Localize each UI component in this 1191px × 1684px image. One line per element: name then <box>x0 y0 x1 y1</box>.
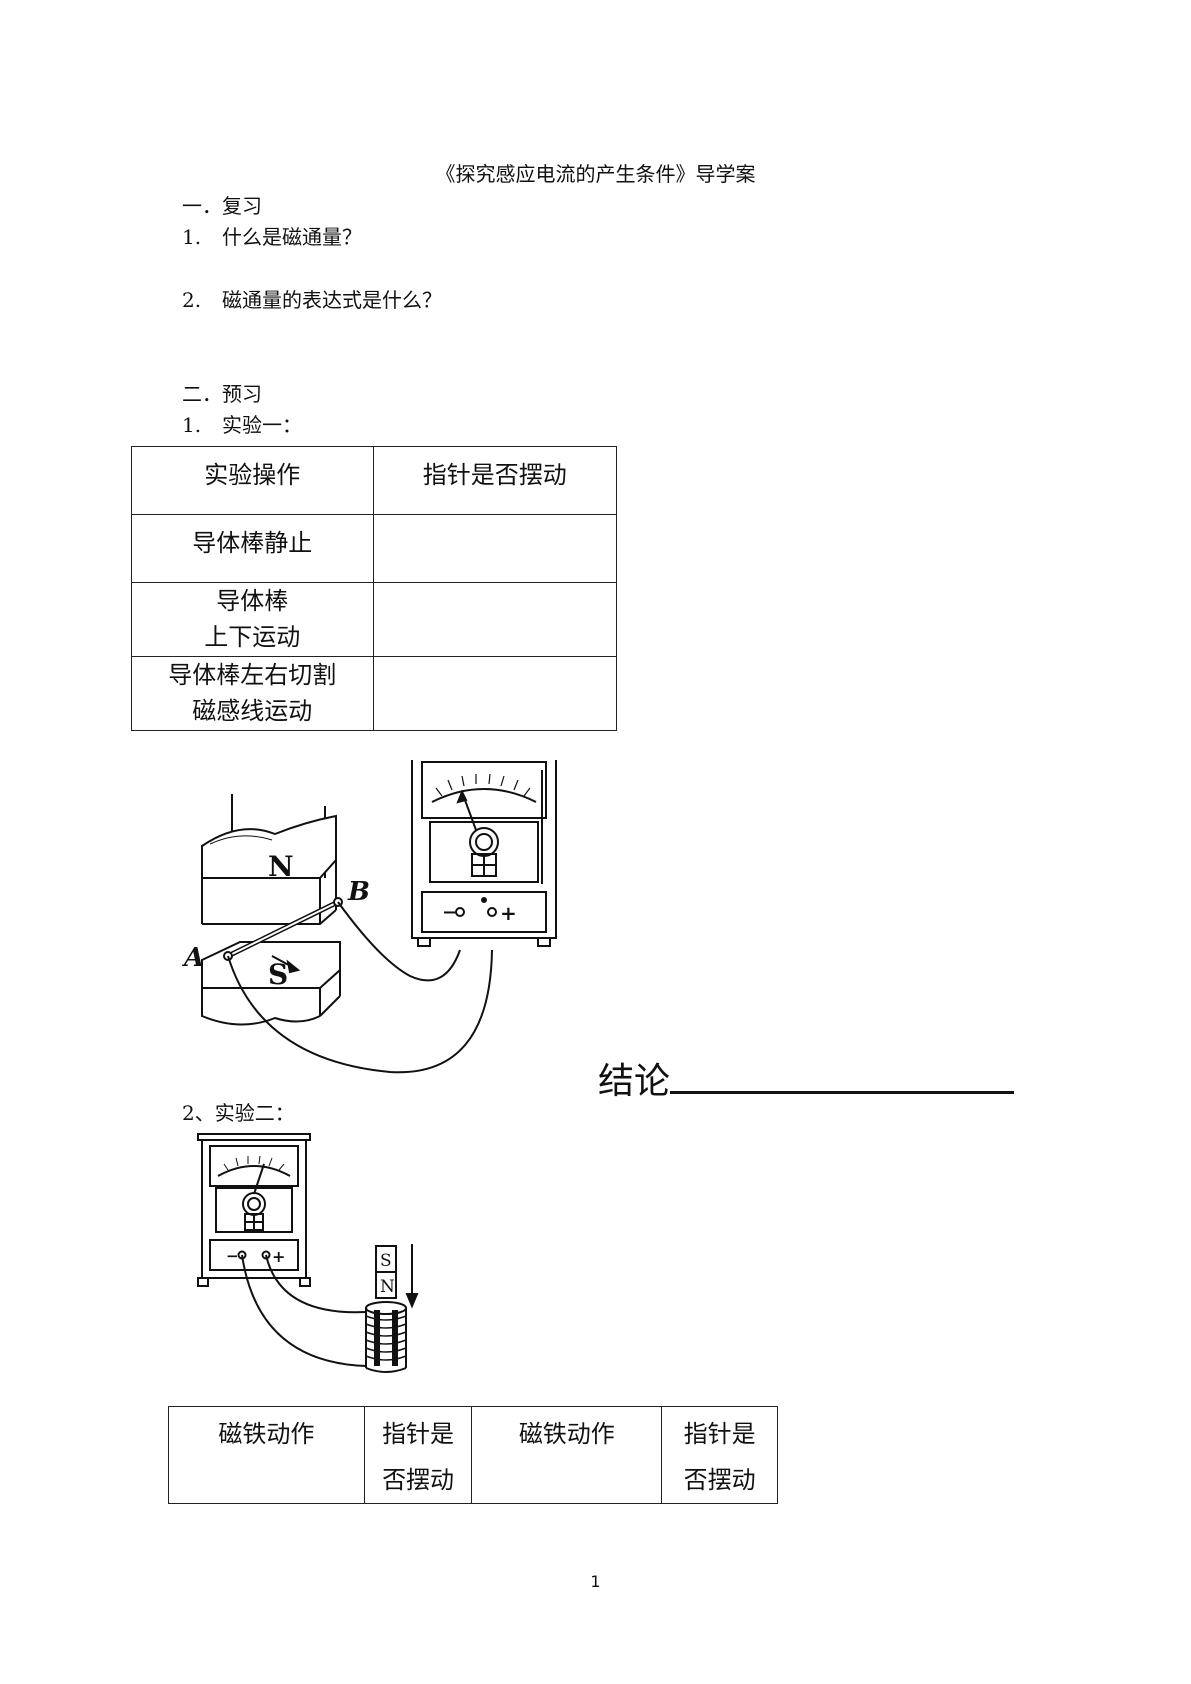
review-item-2-number: 2. <box>182 288 202 312</box>
header-line-1: 指针是 <box>382 1420 455 1448</box>
table-header-cell: 实验操作 <box>131 446 374 515</box>
plus-label: + <box>500 901 517 925</box>
page-number: 1 <box>590 1572 601 1591</box>
south-pole-label: S <box>268 958 288 991</box>
experiment-1-table: 实验操作 指针是否摆动 导体棒静止 导体棒 上下运动 导体棒左右切割 磁感线运动 <box>131 446 617 731</box>
conclusion-blank-line[interactable] <box>670 1091 1014 1094</box>
table-header-cell: 磁铁动作 <box>471 1406 663 1504</box>
coil <box>365 1301 407 1373</box>
header-line-1: 指针是 <box>683 1420 756 1448</box>
conclusion-label: 结论 <box>598 1061 671 1102</box>
header-line-1: 磁铁动作 <box>218 1420 315 1448</box>
table-header-row: 磁铁动作 指针是 否摆动 磁铁动作 指针是 否摆动 <box>168 1406 778 1504</box>
table-cell-operation: 导体棒静止 <box>131 514 374 583</box>
table-row: 导体棒静止 <box>131 514 617 583</box>
table-cell-answer[interactable] <box>372 656 617 731</box>
experiment-2-label: 2、实验二： <box>182 1101 295 1125</box>
galvanometer <box>411 760 557 947</box>
table-header-cell: 指针是 否摆动 <box>363 1406 473 1504</box>
table-row: 导体棒 上下运动 <box>131 582 617 657</box>
review-item-1-text: 什么是磁通量？ <box>222 225 362 249</box>
table-row: 导体棒左右切割 磁感线运动 <box>131 656 617 731</box>
table-cell-operation: 导体棒 上下运动 <box>131 582 374 657</box>
review-item-2-text: 磁通量的表达式是什么？ <box>222 288 442 312</box>
table-header-cell: 指针是否摆动 <box>372 446 617 515</box>
operation-line-1: 导体棒 <box>216 587 289 615</box>
north-pole-label: N <box>268 850 294 883</box>
page-title: 《探究感应电流的产生条件》导学案 <box>435 162 756 186</box>
review-item-2: 2. 磁通量的表达式是什么？ <box>182 284 442 313</box>
table-header-cell: 磁铁动作 <box>168 1406 365 1504</box>
experiment-2-figure: S N − + <box>197 1133 419 1373</box>
experiment-2-table: 磁铁动作 指针是 否摆动 磁铁动作 指针是 否摆动 <box>168 1406 778 1504</box>
minus-label: − <box>226 1247 239 1265</box>
magnet-south-label: S <box>380 1251 392 1271</box>
review-item-1-number: 1. <box>182 225 202 249</box>
table-header-row: 实验操作 指针是否摆动 <box>131 446 617 515</box>
wire <box>265 1254 367 1314</box>
table-cell-answer[interactable] <box>372 582 617 657</box>
table-header-cell: 指针是 否摆动 <box>661 1406 778 1504</box>
experiment-1-text: 实验一： <box>222 413 302 437</box>
plus-label: + <box>272 1247 285 1266</box>
wire <box>241 1254 367 1367</box>
plus-terminal <box>487 907 497 917</box>
header-line-2: 否摆动 <box>683 1466 756 1494</box>
review-heading: 一．复习 <box>182 194 262 218</box>
preview-heading: 二．预习 <box>182 382 262 406</box>
needle-tip <box>456 789 468 804</box>
magnet-north-label: N <box>380 1277 395 1297</box>
experiment-1-figure: N S A B − + <box>181 760 557 1074</box>
wire <box>337 901 461 982</box>
operation-line-1: 导体棒左右切割 <box>168 661 337 689</box>
wire <box>227 949 493 1074</box>
review-item-1: 1. 什么是磁通量？ <box>182 221 362 250</box>
bar-magnet <box>375 1245 397 1299</box>
down-arrow-icon <box>405 1244 419 1309</box>
north-magnet <box>201 814 337 925</box>
galvanometer <box>197 1133 311 1287</box>
rod-end-b-label: B <box>347 877 370 907</box>
table-cell-operation: 导体棒左右切割 磁感线运动 <box>131 656 374 731</box>
experiment-1-label: 1. 实验一： <box>182 409 302 438</box>
operation-line-2: 上下运动 <box>204 623 301 651</box>
experiment-1-number: 1. <box>182 413 202 437</box>
motion-arrow <box>271 955 301 974</box>
minus-label: − <box>442 902 457 923</box>
operation-line-1: 导体棒静止 <box>192 529 313 557</box>
header-line-2: 否摆动 <box>382 1466 455 1494</box>
rod-end-a-label: A <box>181 943 204 973</box>
operation-line-2: 磁感线运动 <box>192 697 313 725</box>
minus-terminal <box>455 907 465 917</box>
header-line-1: 磁铁动作 <box>518 1420 615 1448</box>
table-cell-answer[interactable] <box>372 514 617 583</box>
